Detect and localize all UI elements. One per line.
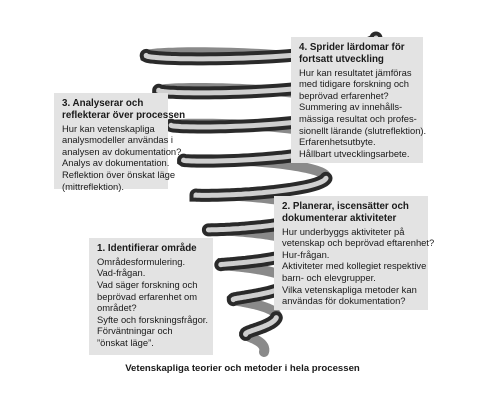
step-3-title-line: reflekterar över processen (62, 109, 186, 121)
step-3-text-line: analysmodeller användas i (62, 134, 174, 146)
step-1-text-line: Vad säger forskning och (97, 278, 198, 290)
step-1-text-line: ”önskat läge”. (97, 336, 154, 348)
step-3-text-line: Analys av dokumentation. (62, 157, 170, 169)
step-2-box: 2. Planerar, iscensätter och dokumentera… (274, 196, 435, 310)
step-1-text-line: området? (97, 302, 137, 314)
step-4-title: 4. Sprider lärdomar för fortsatt utveckl… (299, 42, 416, 66)
step-2-text-line: Aktiviteter med kollegiet respektive (282, 260, 427, 272)
step-3-text-line: Hur kan vetenskapliga (62, 122, 155, 134)
step-1-text-line: Vad-frågan. (97, 267, 146, 279)
step-2-text-line: Vilka vetenskapliga metoder kan (282, 283, 417, 295)
step-2-text-line: användas för dokumentation? (282, 295, 406, 307)
step-4-title-line: 4. Sprider lärdomar för (299, 42, 405, 53)
step-1-text-line: beprövad erfarenhet om (97, 290, 198, 302)
step-1-box: 1. Identifierar område Områdesformulerin… (89, 238, 213, 355)
step-1-title: 1. Identifierar område (97, 243, 206, 255)
step-4-text-line: Hur kan resultatet jämföras (299, 66, 412, 78)
step-3-title-line: 3. Analyserar och (62, 98, 144, 109)
step-2-title-line: 2. Planerar, iscensätter och (282, 201, 409, 212)
step-4-box: 4. Sprider lärdomar för fortsatt utveckl… (291, 37, 427, 163)
step-2-text-line: barn- och elevgrupper. (282, 271, 376, 283)
step-2-text-line: Hur underbyggs aktiviteter på (282, 225, 405, 237)
step-4-text-line: mässiga resultat och profes- (299, 112, 417, 124)
step-4-text-line: beprövad erfarenhet? (299, 89, 389, 101)
step-2-title-line: dokumenterar aktiviteter (282, 212, 397, 224)
step-2-title: 2. Planerar, iscensätter och dokumentera… (282, 201, 421, 225)
step-1-text-line: Områdesformulering. (97, 255, 186, 267)
step-3-title: 3. Analyserar och reflekterar över proce… (62, 98, 186, 122)
diagram-caption: Vetenskapliga teorier och metoder i hela… (125, 363, 360, 374)
step-4-text-line: Summering av innehålls- (299, 101, 403, 113)
step-1-text-line: Syfte och forskningsfrågor. (97, 313, 208, 325)
step-1-title-line: 1. Identifierar område (97, 243, 197, 254)
step-2-text-line: vetenskap och beprövad eftarenhet? (282, 237, 435, 249)
spiral-front-coil-highlight (143, 35, 379, 337)
step-4-text-line: Erfarenhetsutbyte. (299, 136, 376, 148)
step-3-text-line: Reflektion över önskat läge (62, 168, 176, 180)
step-1-text-line: Förväntningar och (97, 325, 173, 337)
step-3-text-line: (mittreflektion). (62, 180, 124, 192)
step-4-text-line: Hållbart utvecklingsarbete. (299, 147, 410, 159)
step-4-title-line: fortsatt utveckling (299, 53, 384, 65)
step-3-text-line: analysen av dokumentation? (62, 145, 182, 157)
step-4-text-line: med tidigare forskning och (299, 78, 409, 90)
step-4-text-line: sionellt lärande (slutreflektion). (299, 124, 427, 136)
step-3-box: 3. Analyserar och reflekterar över proce… (54, 93, 186, 192)
step-2-text-line: Hur-frågan. (282, 248, 330, 260)
